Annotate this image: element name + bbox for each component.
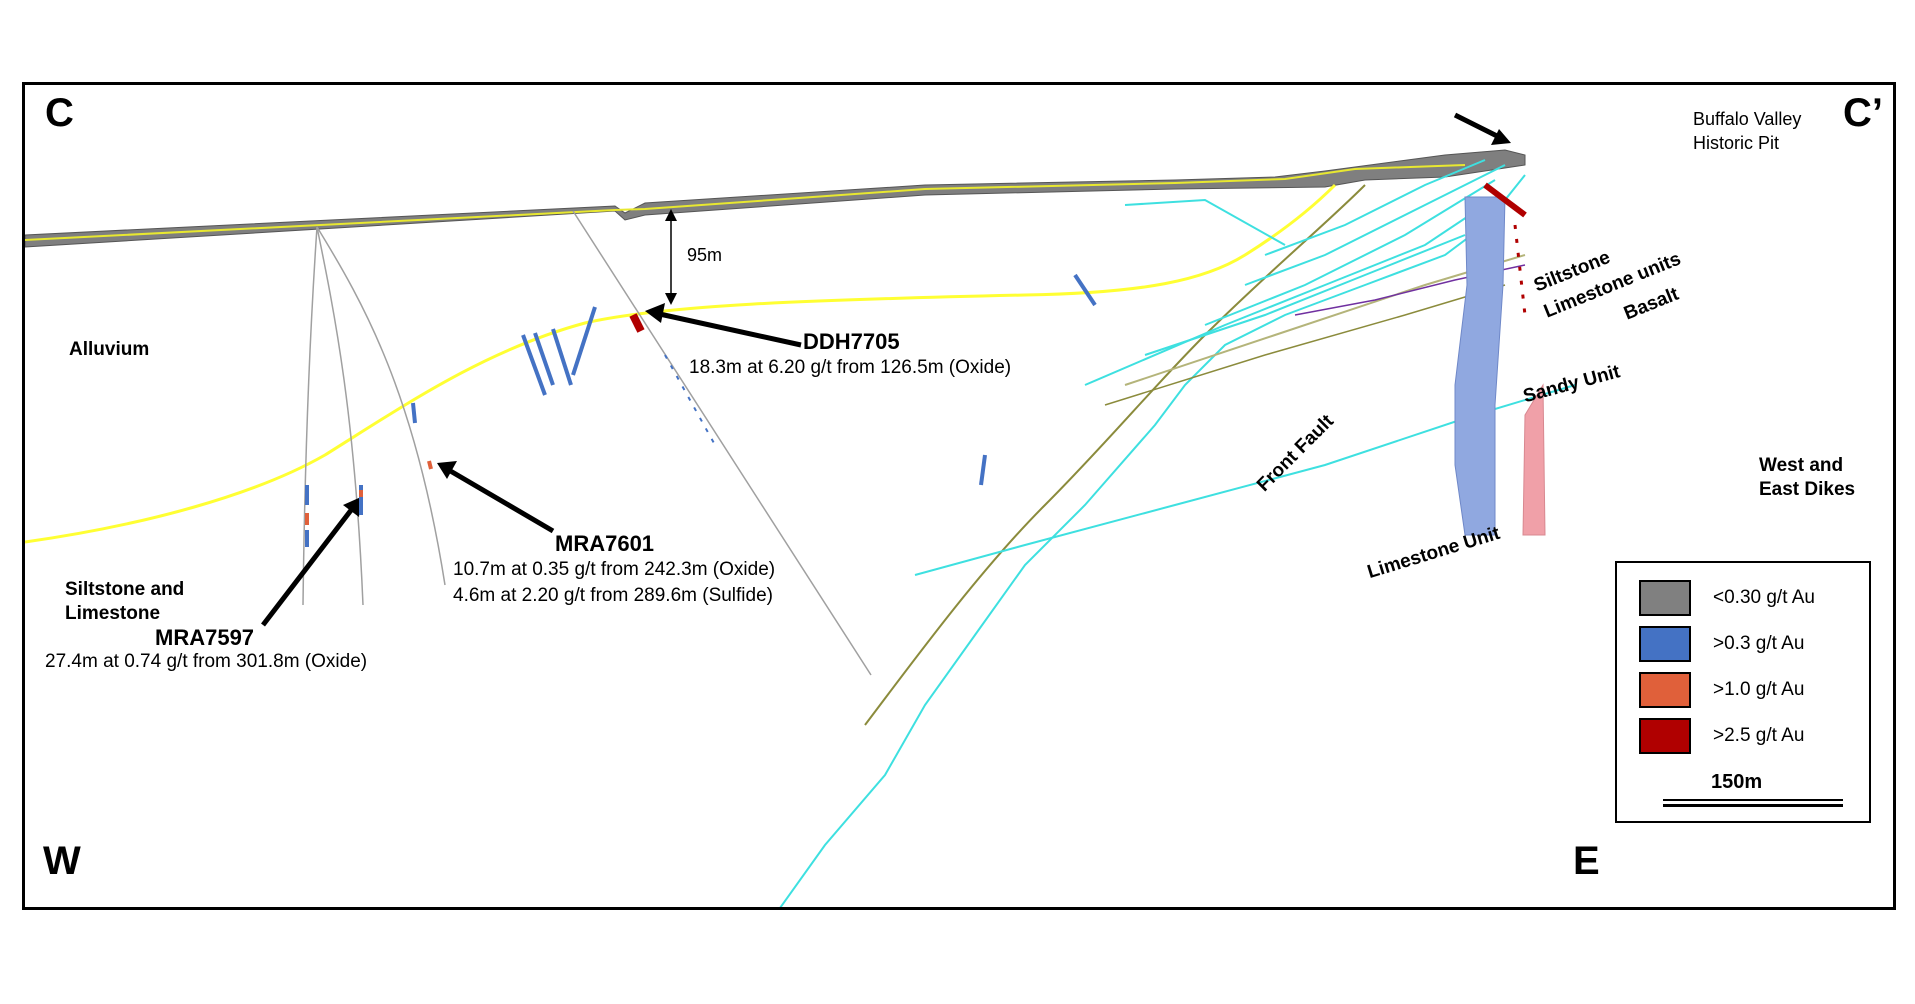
historic-pit-label-line2: Historic Pit [1693,133,1780,153]
limestone-contact-2 [1084,204,1486,386]
arrow-ddh7705-head [645,303,665,323]
cross-section-frame: C C’ W E Buffalo Valley Historic Pit All… [22,82,1896,910]
limestone-unit-contact [779,174,1526,907]
arrow-mra7601 [445,466,555,534]
legend: <0.30 g/t Au >0.3 g/t Au >1.0 g/t Au >2.… [1615,561,1871,823]
legend-swatch-grey [1639,580,1691,616]
surface-yellow-line [25,164,1466,241]
arrow-mra7597 [261,503,357,627]
assay-intervals [305,182,1527,547]
siltstone-limestone-label-1: Siltstone and [65,579,185,600]
legend-label: <0.30 g/t Au [1713,587,1815,608]
drill-hole-mra7597-a [302,226,318,606]
hole-ddh7705-label: DDH7705 [803,329,900,354]
front-fault-line [864,184,1366,726]
limestone-contact-3 [1144,234,1466,356]
topographic-surface [25,149,1526,248]
west-dike [1454,196,1506,536]
limestone-contact-5 [1244,164,1506,286]
legend-item: >1.0 g/t Au [1639,671,1804,709]
legend-item: >2.5 g/t Au [1639,717,1804,755]
legend-swatch-red [1639,718,1691,754]
scale-bar-base [1663,804,1843,807]
alluvium-contact-line [25,183,1337,544]
depth-95m-label: 95m [687,245,723,265]
legend-label: >0.3 g/t Au [1713,633,1805,654]
legend-label: >2.5 g/t Au [1713,725,1805,746]
legend-item: >0.3 g/t Au [1639,625,1804,663]
alluvium-label: Alluvium [69,339,150,360]
hole-mra7597-label: MRA7597 [155,625,255,650]
legend-swatch-blue [1639,626,1691,662]
corner-label-w: W [43,839,81,883]
scale-label: 150m [1711,771,1763,793]
dikes-label-2: East Dikes [1759,479,1856,500]
historic-pit-label-line1: Buffalo Valley [1693,109,1802,129]
hole-mra7601-intercept-2: 4.6m at 2.20 g/t from 289.6m (Sulfide) [453,585,773,606]
east-dike [1522,383,1546,536]
drill-hole-ddh7705 [572,210,872,676]
arrow-mra7597-head [343,497,361,517]
hole-mra7601-label: MRA7601 [555,531,655,556]
siltstone-limestone-label-2: Limestone [65,603,161,624]
hole-mra7597-intercept: 27.4m at 0.74 g/t from 301.8m (Oxide) [45,651,368,672]
arrow-ddh7705 [654,310,802,348]
drill-hole-mra7601 [316,226,446,586]
sandy-unit-contact [1104,284,1506,406]
drill-hole-mra7597-b [316,226,364,606]
hole-mra7601-intercept-1: 10.7m at 0.35 g/t from 242.3m (Oxide) [453,559,776,580]
limestone-contact-4 [1204,179,1496,326]
hole-ddh7705-intercept: 18.3m at 6.20 g/t from 126.5m (Oxide) [689,357,1012,378]
arrow-mra7601-head [437,461,457,479]
corner-label-c-prime: C’ [1843,91,1883,135]
arrow-historic-pit-head [1491,129,1511,145]
corner-label-e: E [1573,839,1600,883]
legend-item: <0.30 g/t Au [1639,579,1815,617]
legend-swatch-orange [1639,672,1691,708]
corner-label-c: C [45,91,74,135]
dikes-label-1: West and [1759,455,1844,476]
arrow-historic-pit [1453,112,1505,142]
depth-arrow-head-bottom [665,293,677,305]
limestone-contact-6 [1264,159,1486,256]
cross-section-drawing [25,112,1576,907]
legend-label: >1.0 g/t Au [1713,679,1805,700]
depth-arrow-head-top [665,209,677,221]
scale-bar [1663,799,1843,801]
